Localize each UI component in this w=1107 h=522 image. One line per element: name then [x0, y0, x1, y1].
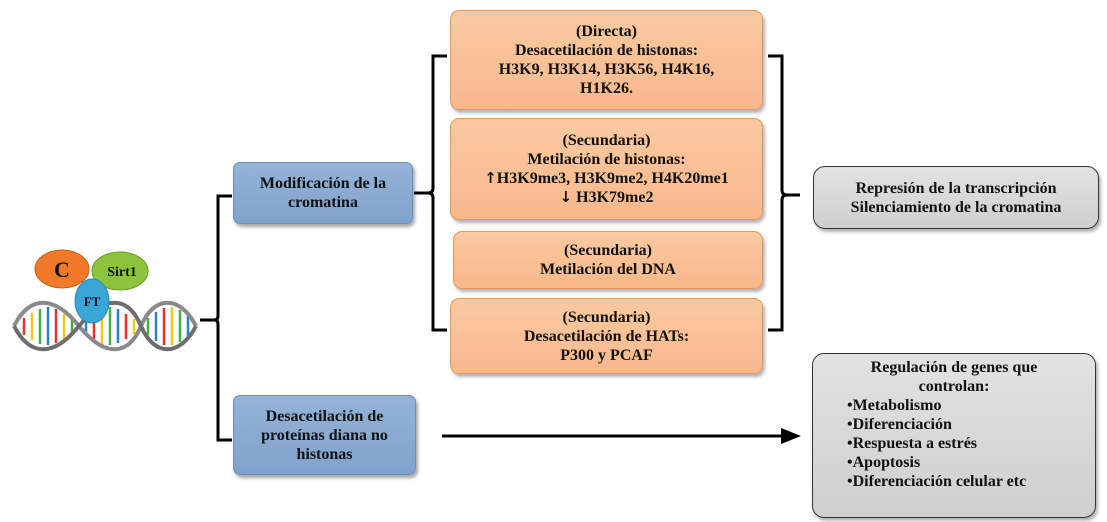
sirt1-label: Sirt1 — [107, 265, 137, 280]
mechanism-3-line-1: (Secundaria) — [564, 242, 652, 259]
nonhistone-line-3: histonas — [296, 445, 353, 463]
mechanism-2-up-line: ↑H3K9me3, H3K9me2, H4K20me1 — [484, 169, 729, 188]
chromatin-line-1: Modificación de la — [259, 175, 387, 192]
nonhistone-line-1: Desacetilación de — [265, 407, 384, 425]
up-arrow-icon: ↑ — [484, 169, 497, 187]
hat-deacetylation-box: (Secundaria) Desacetilación de HATs: P30… — [450, 298, 763, 374]
gene-regulation-item-differentiation: •Diferenciación — [847, 416, 952, 433]
mechanism-4-line-2: Desacetilación de HATs: — [523, 327, 690, 345]
dna-complex-icon: C Sirt1 FT — [12, 249, 198, 352]
c-protein-icon — [34, 249, 90, 289]
ft-label: FT — [84, 294, 101, 309]
gene-regulation-title-1: Regulación de genes que — [870, 359, 1038, 376]
nonhistone-deacetylation-box: Desacetilación de proteínas diana no his… — [233, 395, 416, 475]
outcome-1-line-2: Silenciamiento de la cromatina — [850, 198, 1062, 216]
mechanism-2-line-1: (Secundaria) — [562, 132, 651, 149]
chromatin-line-2: cromatina — [288, 194, 358, 211]
histone-methylation-box: (Secundaria) Metilación de histonas: ↑H3… — [450, 118, 763, 220]
mechanism-1-line-2: Desacetilación de histonas: — [514, 42, 699, 59]
mechanism-1-line-4: H1K26. — [580, 80, 633, 97]
mechanisms-right-brace — [768, 54, 800, 332]
mechanism-4-line-3: P300 y PCAF — [560, 346, 653, 364]
gene-regulation-item-apoptosis: •Apoptosis — [847, 454, 921, 471]
mechanism-1-line-3: H3K9, H3K14, H3K56, H4K16, — [498, 61, 715, 78]
mechanism-1-line-1: (Directa) — [576, 23, 637, 40]
dna-methylation-box: (Secundaria) Metilación del DNA — [453, 231, 763, 289]
gene-regulation-title-2: controlan: — [918, 378, 990, 395]
mechanisms-left-brace — [414, 54, 447, 332]
mechanism-4-line-1: (Secundaria) — [562, 308, 651, 326]
nonhistone-line-2: proteínas diana no — [261, 426, 388, 444]
gene-regulation-box: Regulación de genes que controlan: •Meta… — [812, 353, 1096, 518]
up-regulated-marks: H3K9me3, H3K9me2, H4K20me1 — [496, 170, 729, 187]
transcription-repression-box: Represión de la transcripción Silenciami… — [813, 166, 1099, 229]
dna-helix-icon — [12, 300, 198, 352]
down-arrow-icon: ↓ — [559, 188, 573, 206]
gene-regulation-item-cell-differentiation: •Diferenciación celular etc — [847, 473, 1027, 490]
outcome-1-line-1: Represión de la transcripción — [855, 179, 1057, 197]
mechanism-2-down-line: ↓ H3K79me2 — [560, 188, 654, 207]
mechanism-2-line-2: Metilación de histonas: — [527, 151, 686, 168]
arrow-head — [781, 428, 801, 444]
gene-regulation-item-stress-response: •Respuesta a estrés — [847, 435, 978, 452]
ft-protein-icon — [74, 278, 110, 324]
chromatin-modification-box: Modificación de la cromatina — [233, 162, 413, 224]
direct-histone-deacetylation-box: (Directa) Desacetilación de histonas: H3… — [450, 10, 763, 110]
c-label: C — [54, 257, 70, 282]
left-brace — [200, 194, 232, 442]
mechanism-3-line-2: Metilación del DNA — [540, 261, 676, 278]
gene-regulation-item-metabolism: •Metabolismo — [847, 397, 942, 414]
down-regulated-marks: H3K79me2 — [576, 189, 654, 206]
sirt1-protein-icon — [91, 251, 149, 291]
